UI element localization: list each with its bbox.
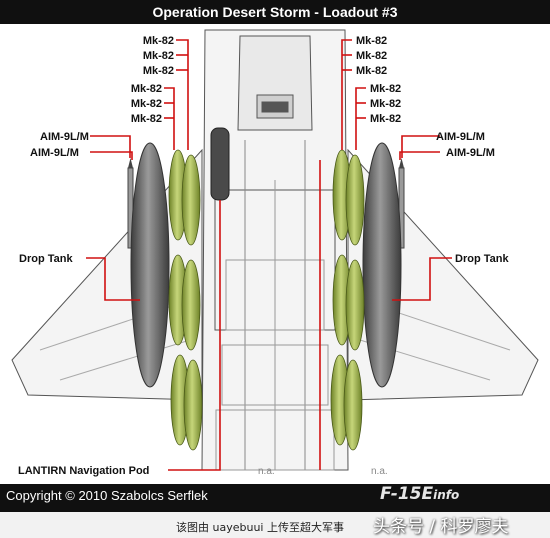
- label-aim9-right-1: AIM-9L/M: [436, 131, 485, 143]
- label-mk82-left-6: Mk-82: [131, 113, 162, 125]
- lantirn-pod: [210, 127, 230, 201]
- label-aim9-left-2: AIM-9L/M: [30, 147, 79, 159]
- upload-credit: 该图由 uayebuui 上传至超大军事: [176, 521, 344, 534]
- brand-main: F-15E: [380, 484, 434, 504]
- drop-tank-right: [362, 142, 402, 388]
- label-lantirn: LANTIRN Navigation Pod: [18, 465, 149, 477]
- credit-strip: [0, 512, 550, 538]
- label-aim9-right-2: AIM-9L/M: [446, 147, 495, 159]
- label-aim9-left-1: AIM-9L/M: [40, 131, 89, 143]
- label-mk82-left-4: Mk-82: [131, 83, 162, 95]
- mk82-bombs: [168, 149, 365, 451]
- label-na-left: n.a.: [258, 466, 275, 477]
- label-na-right: n.a.: [371, 466, 388, 477]
- page-title: Operation Desert Storm - Loadout #3: [0, 0, 550, 24]
- label-mk82-right-2: Mk-82: [356, 50, 387, 62]
- watermark-text: 头条号 / 科罗廖夫: [373, 517, 509, 537]
- label-drop-tank-right: Drop Tank: [455, 253, 509, 265]
- label-mk82-right-4: Mk-82: [370, 83, 401, 95]
- brand-logo: F-15Einfo: [380, 484, 459, 504]
- label-mk82-right-3: Mk-82: [356, 65, 387, 77]
- label-mk82-left-3: Mk-82: [143, 65, 174, 77]
- aircraft-outline: [11, 29, 539, 471]
- drop-tank-left: [130, 142, 170, 388]
- label-mk82-left-2: Mk-82: [143, 50, 174, 62]
- label-mk82-right-1: Mk-82: [356, 35, 387, 47]
- leader-lines: [86, 39, 452, 471]
- label-mk82-left-1: Mk-82: [143, 35, 174, 47]
- label-drop-tank-left: Drop Tank: [19, 253, 73, 265]
- loadout-diagram: Mk-82 Mk-82 Mk-82 Mk-82 Mk-82 Mk-82 Mk-8…: [11, 29, 539, 477]
- label-mk82-left-5: Mk-82: [131, 98, 162, 110]
- label-mk82-right-6: Mk-82: [370, 113, 401, 125]
- label-mk82-right-5: Mk-82: [370, 98, 401, 110]
- copyright-text: Copyright © 2010 Szabolcs Serflek: [6, 488, 208, 503]
- brand-sub: info: [433, 488, 460, 502]
- footer-bar: [0, 484, 550, 512]
